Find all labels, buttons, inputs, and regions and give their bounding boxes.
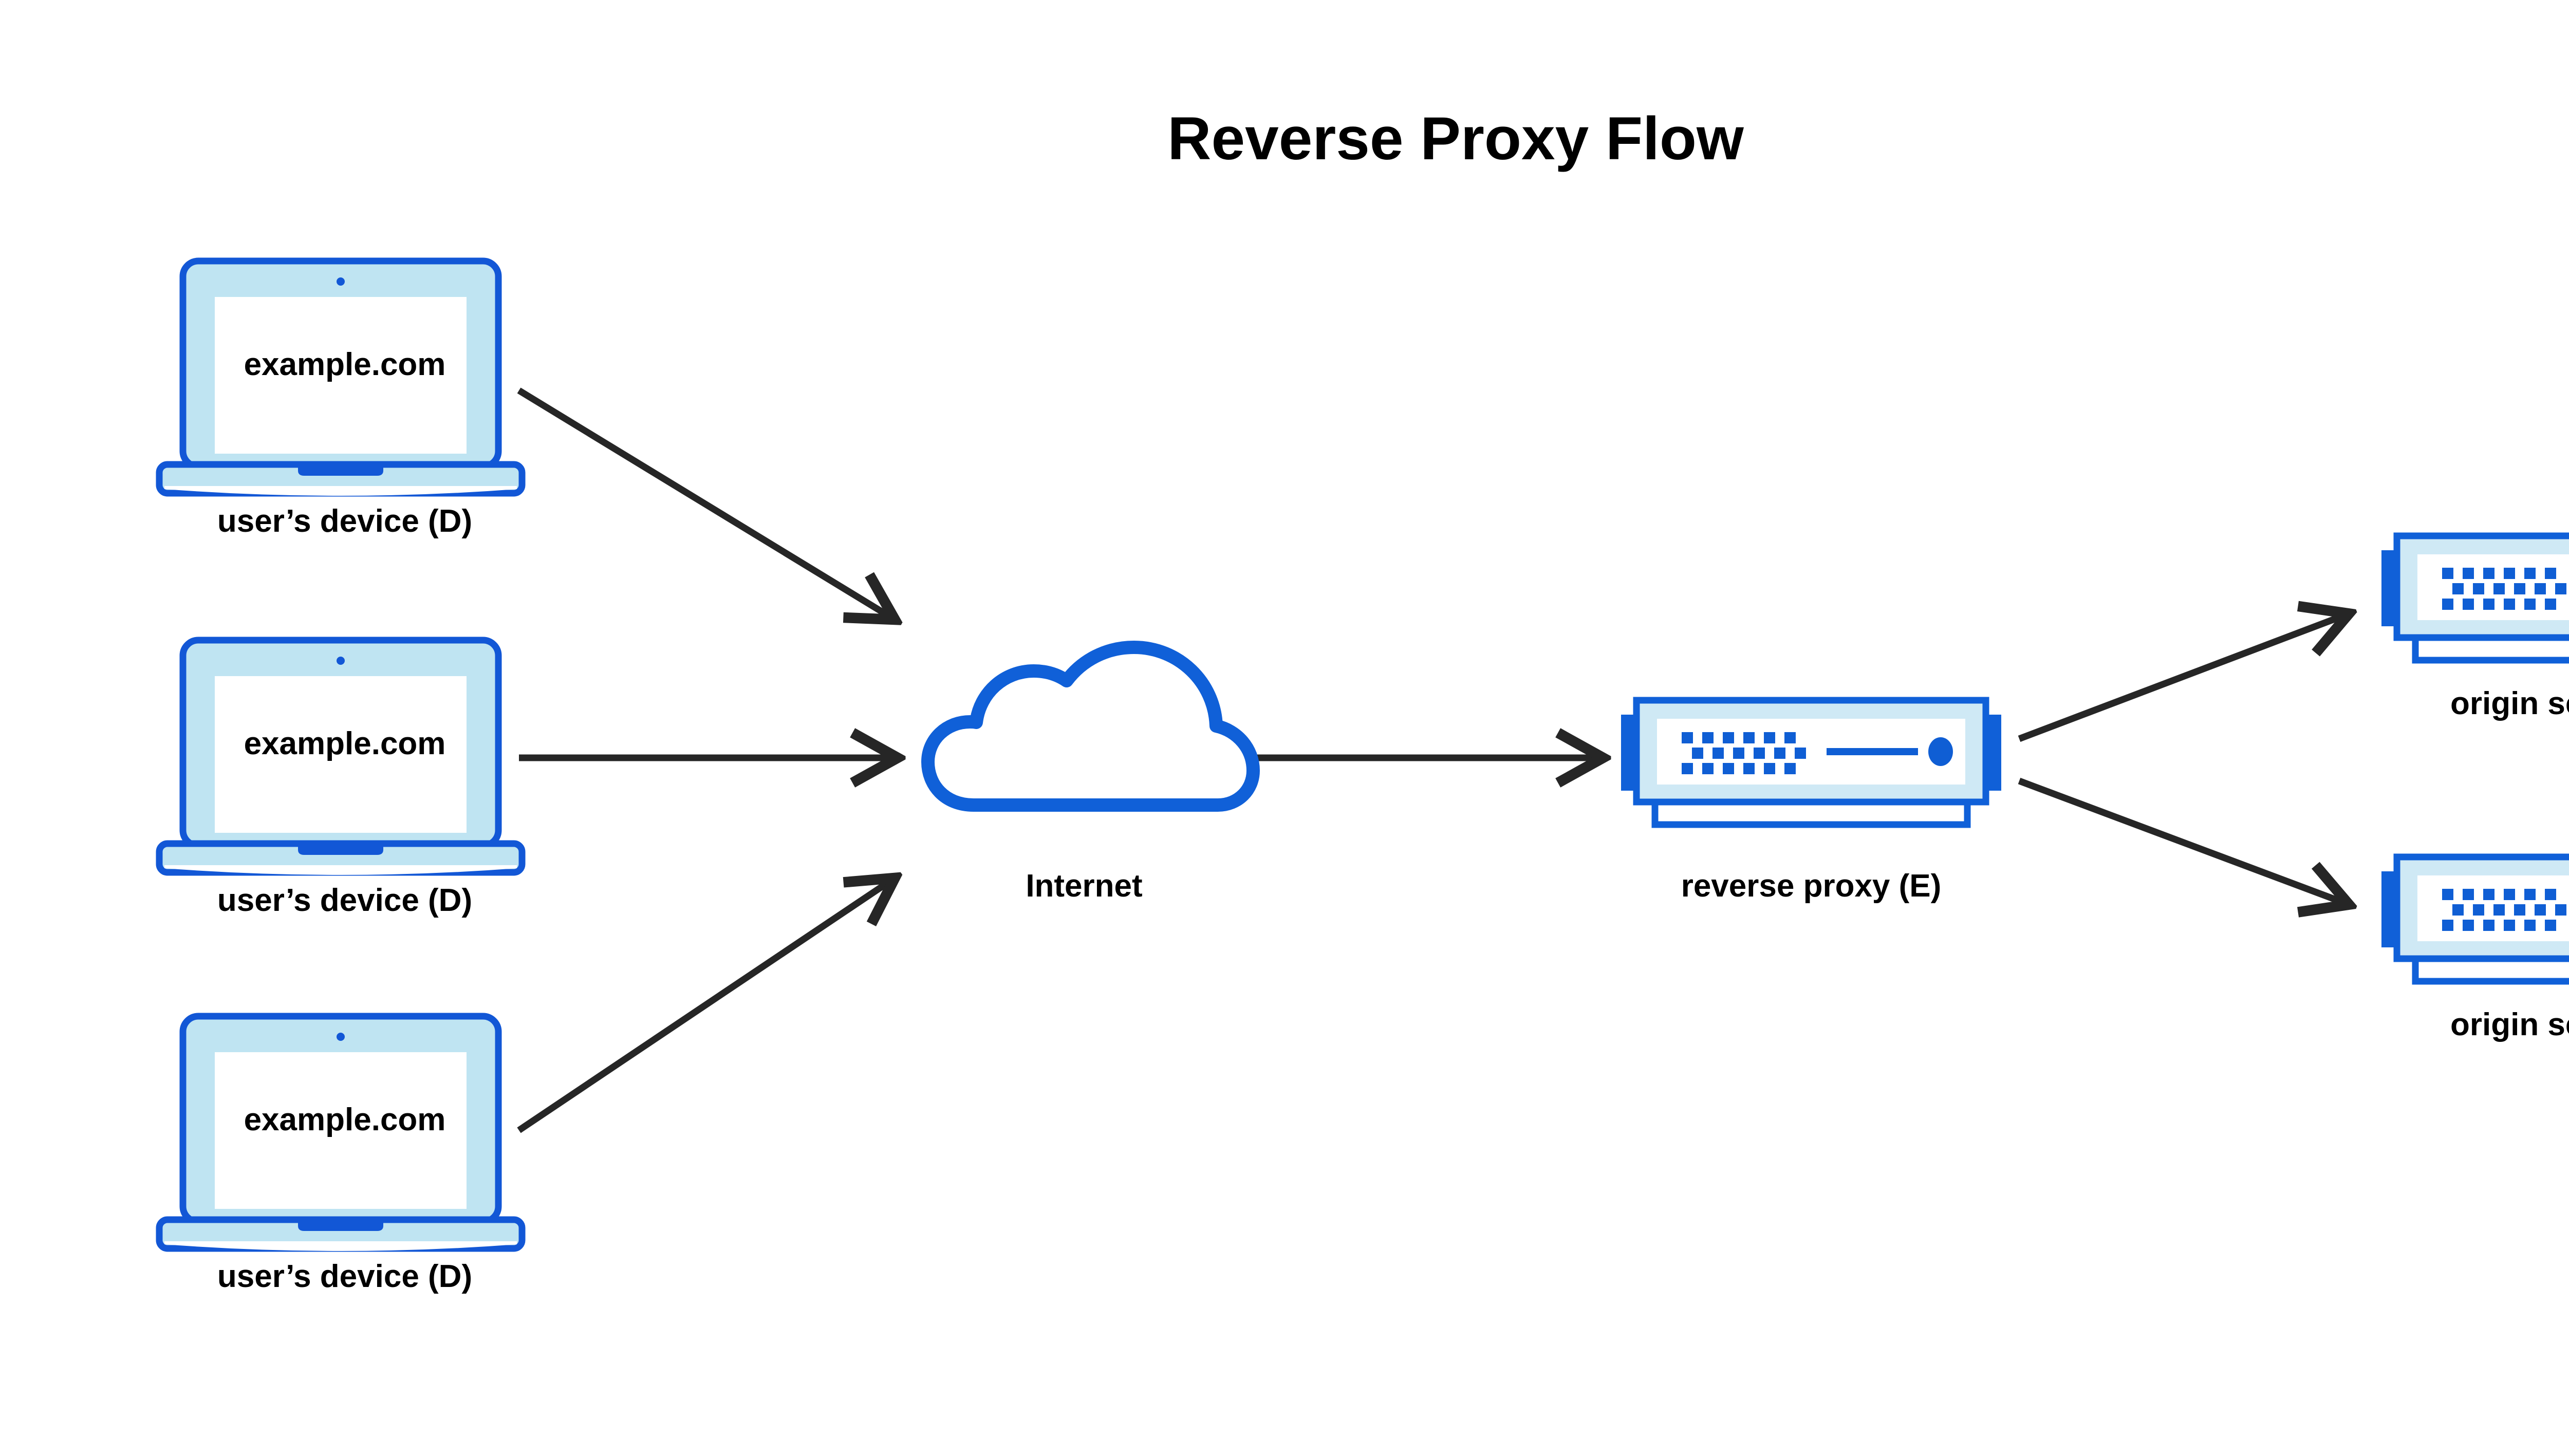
reverse-proxy-label: reverse proxy (E)	[1681, 868, 1942, 904]
origin-1-label: origin server (F)	[2450, 686, 2569, 721]
client-2-label: user’s device (D)	[217, 883, 472, 918]
node-internet[interactable]: Internet	[928, 647, 1253, 904]
internet-label: Internet	[1026, 868, 1142, 904]
node-reverse-proxy[interactable]: reverse proxy (E)	[1621, 700, 2001, 904]
node-origin-1[interactable]: origin server (F)	[2381, 536, 2569, 721]
node-client-2[interactable]: example.com user’s device (D)	[159, 640, 522, 918]
client-2-screen-text: example.com	[244, 726, 446, 761]
node-origin-2[interactable]: origin server (F)	[2381, 857, 2569, 1042]
origin-2-label: origin server (F)	[2450, 1007, 2569, 1042]
node-client-1[interactable]: example.com user’s device (D)	[159, 261, 522, 539]
client-3-screen-text: example.com	[244, 1102, 446, 1137]
edge-client3-to-internet	[517, 879, 894, 1133]
page-title: Reverse Proxy Flow	[1167, 105, 1744, 173]
server-icon	[2381, 857, 2569, 981]
cloud-icon	[928, 647, 1253, 805]
client-3-label: user’s device (D)	[217, 1259, 472, 1294]
client-1-screen-text: example.com	[244, 347, 446, 382]
edge-proxy-to-origin2	[2018, 777, 2348, 904]
server-icon	[2381, 536, 2569, 660]
client-1-label: user’s device (D)	[217, 503, 472, 539]
edge-proxy-to-origin1	[2018, 614, 2348, 742]
server-icon	[1621, 700, 2001, 825]
node-client-3[interactable]: example.com user’s device (D)	[159, 1016, 522, 1294]
edge-layer	[517, 387, 2348, 1133]
edge-client1-to-internet	[517, 387, 894, 619]
